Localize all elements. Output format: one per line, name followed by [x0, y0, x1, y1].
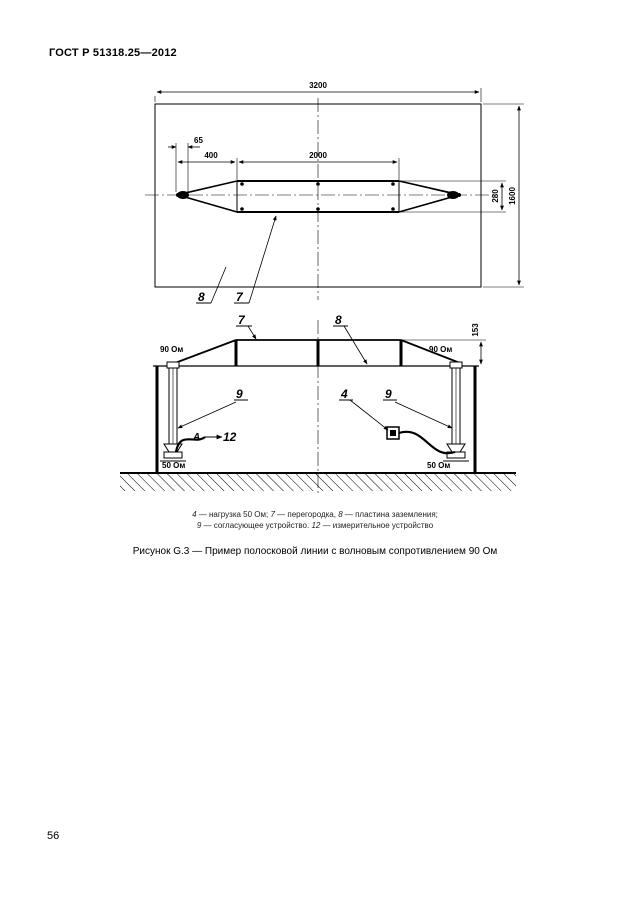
dim-elevation: 153	[471, 323, 480, 337]
figure-caption: Рисунок G.3 — Пример полосковой линии с …	[132, 546, 498, 557]
plan-view: 3200 2000 400 65 280 1600 8 7	[145, 81, 524, 304]
legend-text: — пластина заземления;	[342, 510, 438, 519]
label-a: A	[192, 432, 200, 443]
legend-num: 8	[338, 510, 343, 519]
dim-total-length: 3200	[309, 81, 327, 90]
legend-line-2: 9 — согласующее устройство. 12 — измерит…	[0, 521, 630, 530]
label-7-plan: 7	[236, 290, 244, 304]
matching-device-left	[160, 361, 186, 462]
document-header: ГОСТ Р 51318.25—2012	[49, 47, 177, 59]
legend-num: 7	[270, 510, 275, 519]
dim-total-height: 1600	[508, 187, 517, 205]
label-12: 12	[223, 430, 237, 444]
legend-num: 9	[196, 521, 202, 530]
page-number: 56	[47, 830, 60, 842]
ohm-right-bottom: 50 Ом	[427, 461, 450, 470]
label-9-right: 9	[385, 387, 392, 401]
legend-text: — измерительное устройство	[320, 521, 434, 530]
dim-plate-length: 2000	[309, 151, 327, 160]
legend-num: 4	[192, 510, 197, 519]
ohm-left-top: 90 Ом	[160, 345, 183, 354]
legend-line-1: 4 — нагрузка 50 Ом; 7 — перегородка, 8 —…	[0, 510, 630, 519]
legend-text: — нагрузка 50 Ом;	[196, 510, 271, 519]
strip-plate	[176, 180, 461, 213]
dim-strip-height: 280	[491, 189, 500, 203]
ohm-right-top: 90 Ом	[429, 345, 452, 354]
legend-text: — перегородка,	[274, 510, 339, 519]
dim-offset: 65	[194, 136, 203, 145]
dim-taper-length: 400	[204, 151, 218, 160]
label-8-side: 8	[335, 313, 342, 327]
matching-device-right	[443, 361, 469, 462]
label-7-side: 7	[238, 313, 246, 327]
side-view: 153 A 12 7 8	[120, 313, 516, 495]
label-4: 4	[340, 387, 348, 401]
legend-num: 12	[311, 521, 321, 530]
legend-text: — согласующее устройство.	[201, 521, 312, 530]
label-8-plan: 8	[198, 290, 205, 304]
ohm-left-bottom: 50 Ом	[162, 461, 185, 470]
label-9-left: 9	[236, 387, 243, 401]
